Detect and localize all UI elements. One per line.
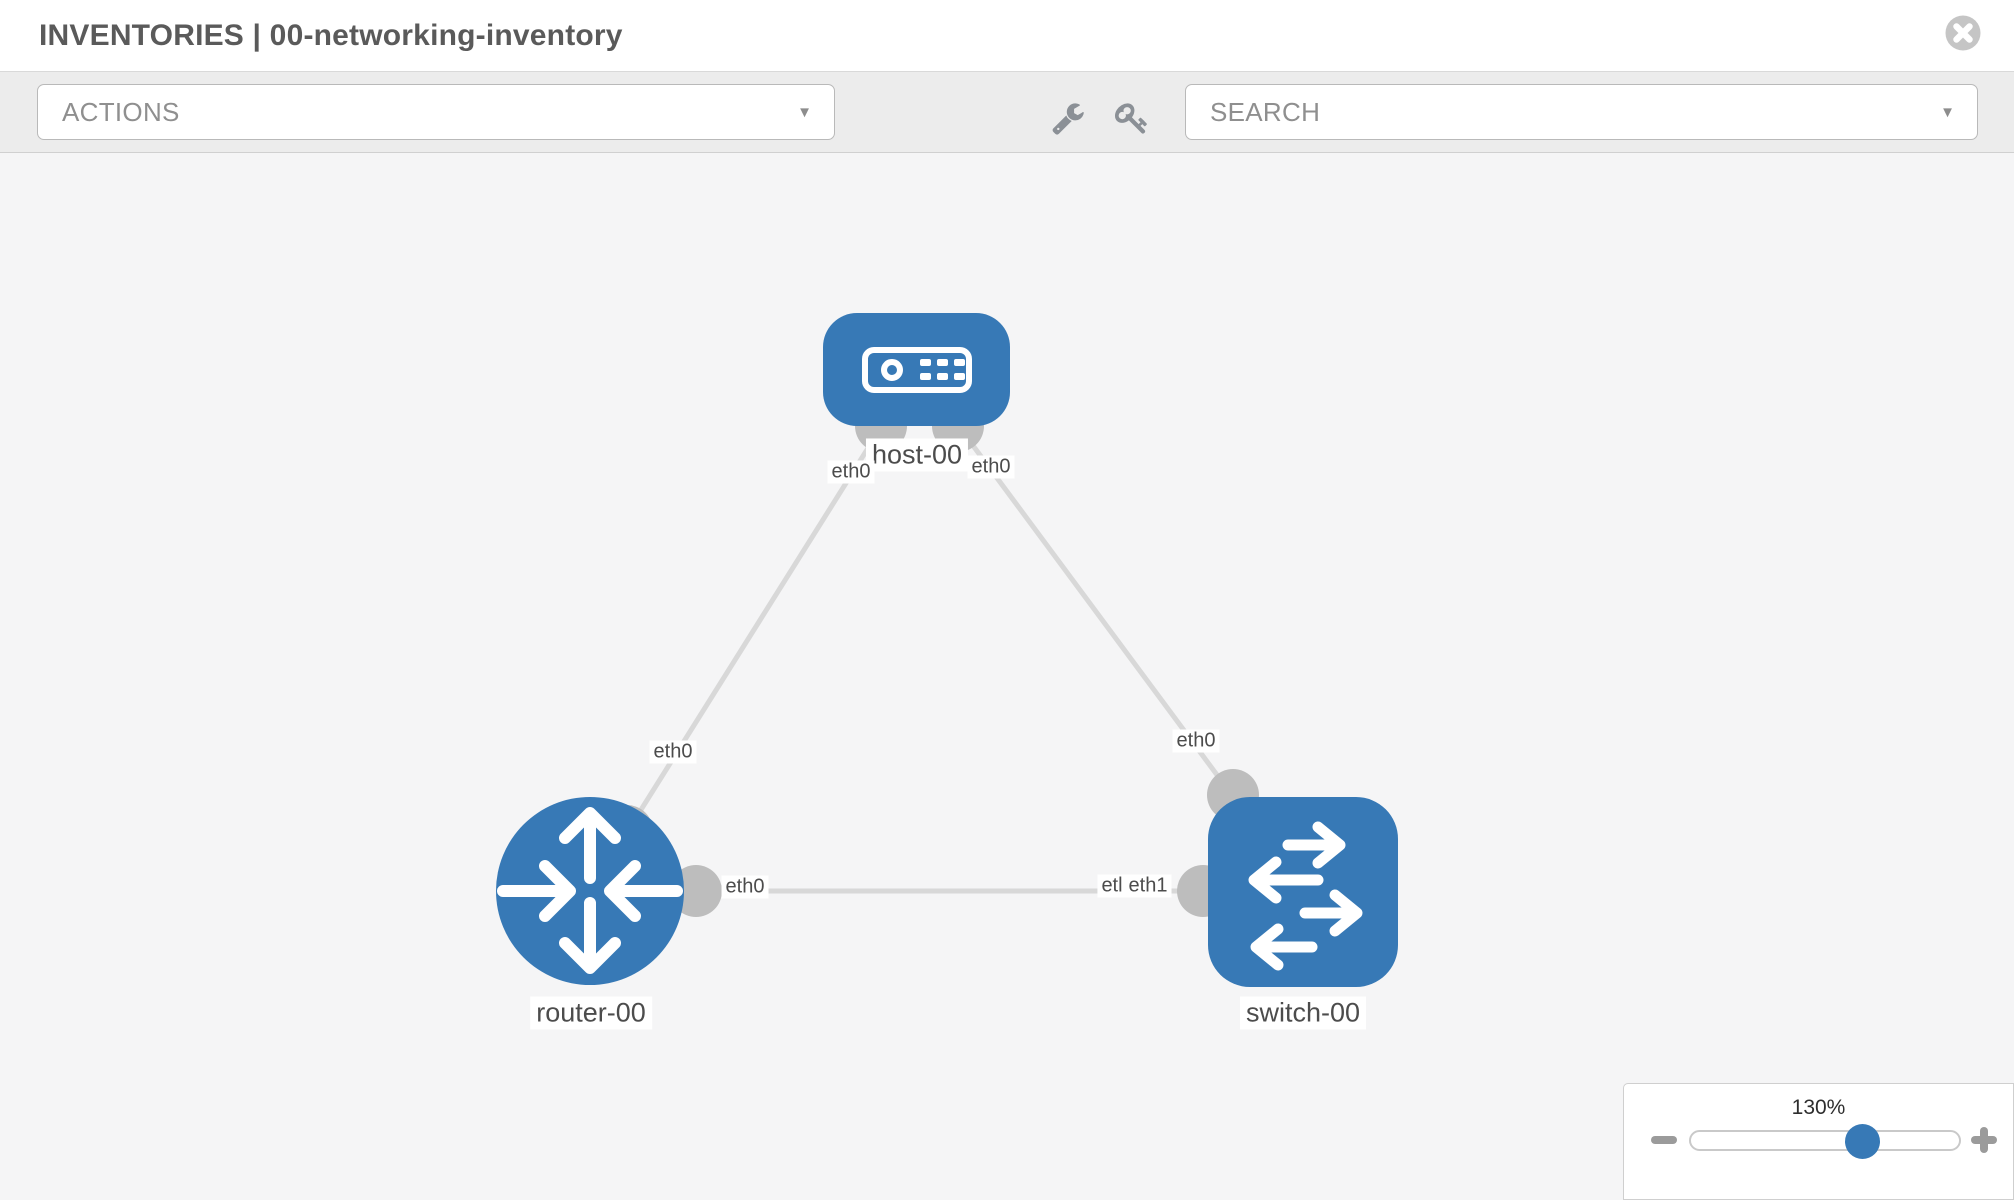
iface-label-switch-clipped: etl [1097, 874, 1127, 898]
search-dropdown[interactable]: SEARCH ▼ [1185, 84, 1978, 140]
actions-dropdown-label: ACTIONS [62, 96, 180, 127]
node-label-router: router-00 [530, 996, 652, 1030]
header: INVENTORIES | 00-networking-inventory [0, 0, 2014, 72]
configure-button[interactable] [1046, 96, 1090, 140]
chevron-down-icon: ▼ [1940, 103, 1955, 121]
link-host-router[interactable] [587, 368, 920, 893]
switch-icon [1248, 821, 1363, 971]
iface-label-router-eth0-top: eth0 [649, 740, 697, 764]
wrench-icon [1052, 103, 1084, 135]
zoom-level: 130% [1791, 1096, 1846, 1119]
page-title: INVENTORIES | 00-networking-inventory [39, 18, 623, 52]
toolbar: ACTIONS ▼ SEARCH ▼ [0, 72, 2014, 153]
iface-label-switch-eth0: eth0 [1172, 729, 1220, 753]
close-icon [1945, 15, 1981, 51]
ports-layer [601, 400, 1259, 917]
close-button[interactable] [1944, 14, 1982, 52]
zoom-out-button[interactable] [1651, 1136, 1677, 1144]
node-router-00[interactable] [496, 797, 684, 985]
iface-label-host-eth0-right: eth0 [967, 455, 1015, 479]
zoom-slider-handle[interactable] [1845, 1124, 1880, 1159]
search-dropdown-label: SEARCH [1210, 96, 1321, 127]
node-label-host: host-00 [865, 438, 969, 472]
actions-dropdown[interactable]: ACTIONS ▼ [37, 84, 835, 140]
chevron-down-icon: ▼ [797, 103, 812, 121]
key-icon [1115, 103, 1147, 134]
zoom-panel: 130% [1623, 1083, 2014, 1200]
zoom-slider-track[interactable] [1689, 1130, 1961, 1151]
iface-label-host-eth0-left: eth0 [827, 460, 875, 484]
router-icon [497, 807, 683, 974]
node-host-00[interactable] [823, 313, 1010, 426]
node-switch-00[interactable] [1208, 797, 1398, 987]
credentials-button[interactable] [1110, 96, 1154, 140]
host-icon [862, 347, 972, 393]
zoom-in-button[interactable] [1971, 1127, 1997, 1153]
iface-label-router-eth0-right: eth0 [721, 875, 769, 899]
iface-label-switch-eth1: eth1 [1124, 874, 1172, 898]
node-label-switch: switch-00 [1239, 996, 1367, 1030]
